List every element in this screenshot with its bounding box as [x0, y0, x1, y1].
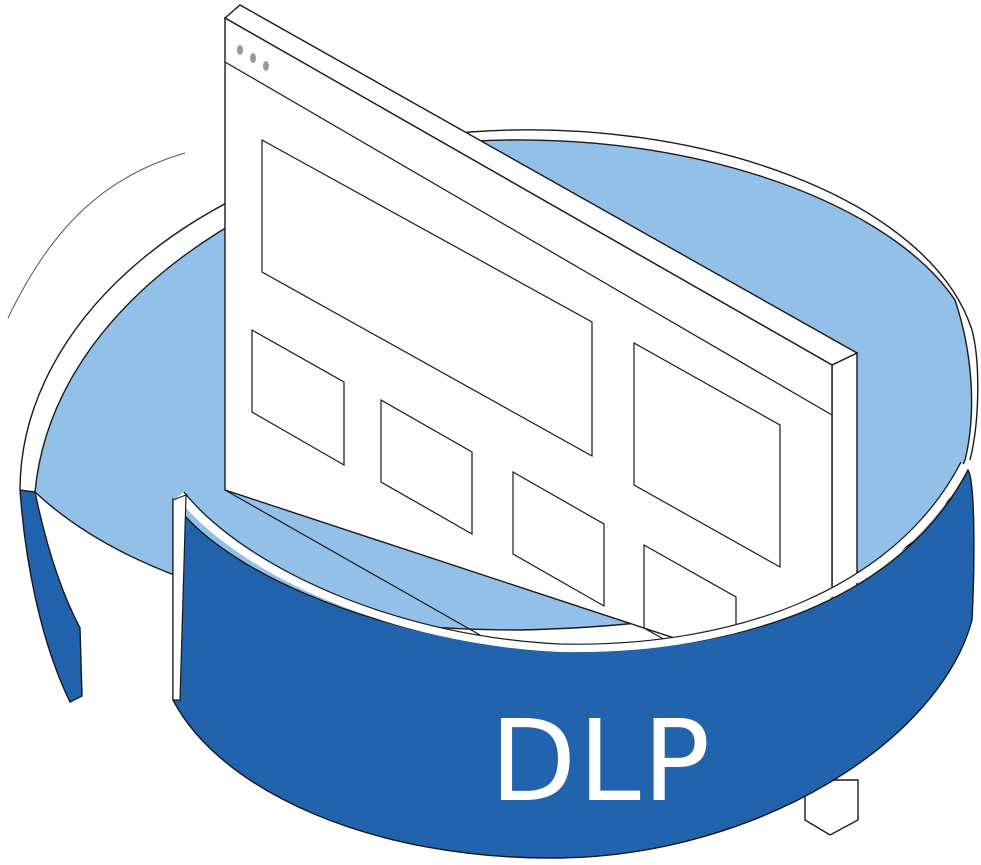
ring-band-endcap — [172, 494, 187, 701]
content-tile-2 — [380, 398, 473, 536]
browser-window — [223, 4, 859, 691]
dlp-label: DLP — [490, 697, 712, 827]
ring-rim-inner-outline — [183, 461, 962, 645]
window-dot-3 — [263, 61, 269, 71]
ring-rim-inner — [176, 463, 969, 653]
content-block-side — [633, 341, 781, 569]
content-tile-1 — [251, 328, 345, 467]
window-lower-line — [224, 489, 481, 636]
window-dot-2 — [250, 53, 256, 63]
content-tile-3 — [512, 470, 605, 608]
window-dot-1 — [237, 45, 243, 55]
content-block-hero — [261, 138, 593, 458]
motion-arc — [7, 152, 186, 319]
window-titlebar-line — [224, 61, 833, 416]
ring-rim-outer — [19, 129, 979, 491]
ring-band-left — [19, 489, 83, 703]
